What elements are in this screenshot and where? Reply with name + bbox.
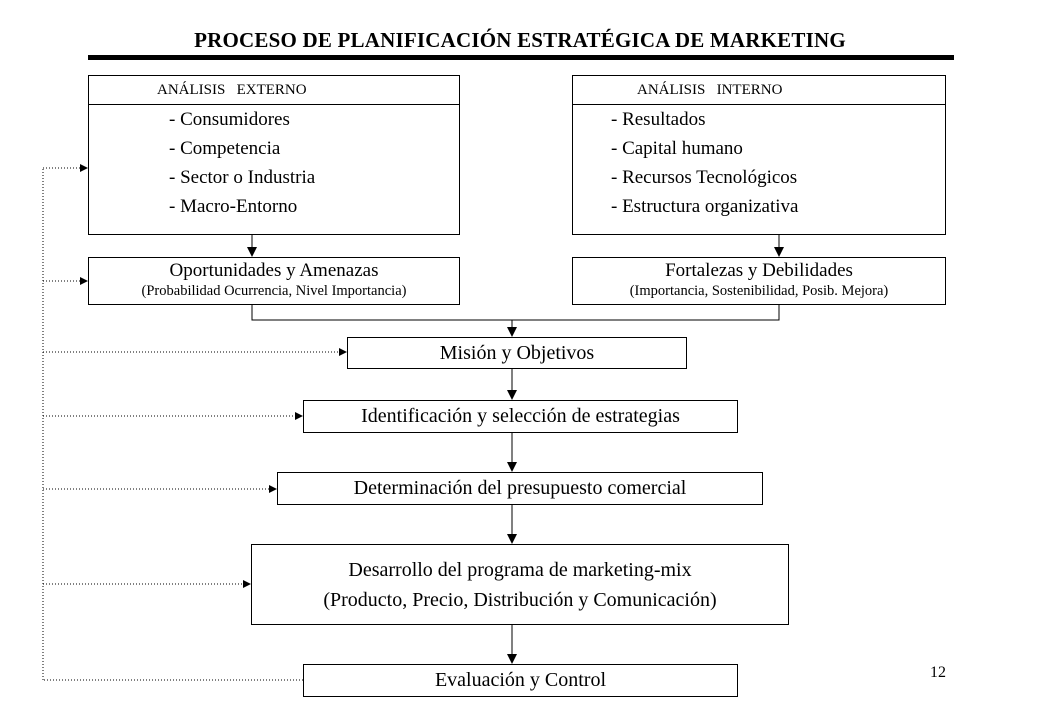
budget-box: Determinación del presupuesto comercial bbox=[277, 472, 763, 505]
list-item: - Consumidores bbox=[169, 109, 290, 130]
title-underline bbox=[88, 55, 954, 60]
marketing-mix-title: Desarrollo del programa de marketing-mix bbox=[348, 559, 692, 581]
list-item: - Macro-Entorno bbox=[169, 196, 298, 217]
internal-analysis-box: ANÁLISIS INTERNO - Resultados - Capital … bbox=[572, 75, 946, 235]
merge-bracket bbox=[251, 305, 780, 321]
page-number: 12 bbox=[930, 664, 946, 681]
strategy-selection-box: Identificación y selección de estrategia… bbox=[303, 400, 738, 433]
list-item: - Recursos Tecnológicos bbox=[611, 167, 798, 188]
external-analysis-list: - Consumidores - Competencia - Sector o … bbox=[89, 105, 459, 221]
list-item: - Capital humano bbox=[611, 138, 743, 159]
internal-analysis-list: - Resultados - Capital humano - Recursos… bbox=[573, 105, 945, 221]
marketing-mix-box: Desarrollo del programa de marketing-mix… bbox=[251, 544, 789, 625]
list-item: - Sector o Industria bbox=[169, 167, 316, 188]
opportunities-threats-subtitle: (Probabilidad Ocurrencia, Nivel Importan… bbox=[141, 283, 407, 299]
opportunities-threats-title: Oportunidades y Amenazas bbox=[169, 260, 379, 281]
evaluation-control-box: Evaluación y Control bbox=[303, 664, 738, 697]
mission-objectives-box: Misión y Objetivos bbox=[347, 337, 687, 369]
internal-analysis-heading: ANÁLISIS INTERNO bbox=[573, 76, 945, 105]
list-item: - Estructura organizativa bbox=[611, 196, 799, 217]
external-analysis-heading: ANÁLISIS EXTERNO bbox=[89, 76, 459, 105]
external-analysis-box: ANÁLISIS EXTERNO - Consumidores - Compet… bbox=[88, 75, 460, 235]
strengths-weaknesses-title: Fortalezas y Debilidades bbox=[665, 260, 853, 281]
strengths-weaknesses-subtitle: (Importancia, Sostenibilidad, Posib. Mej… bbox=[629, 283, 889, 299]
strengths-weaknesses-box: Fortalezas y Debilidades (Importancia, S… bbox=[572, 257, 946, 305]
list-item: - Resultados bbox=[611, 109, 706, 130]
page-title: PROCESO DE PLANIFICACIÓN ESTRATÉGICA DE … bbox=[194, 28, 846, 52]
list-item: - Competencia bbox=[169, 138, 281, 159]
opportunities-threats-box: Oportunidades y Amenazas (Probabilidad O… bbox=[88, 257, 460, 305]
marketing-mix-subtitle: (Producto, Precio, Distribución y Comuni… bbox=[323, 589, 717, 611]
